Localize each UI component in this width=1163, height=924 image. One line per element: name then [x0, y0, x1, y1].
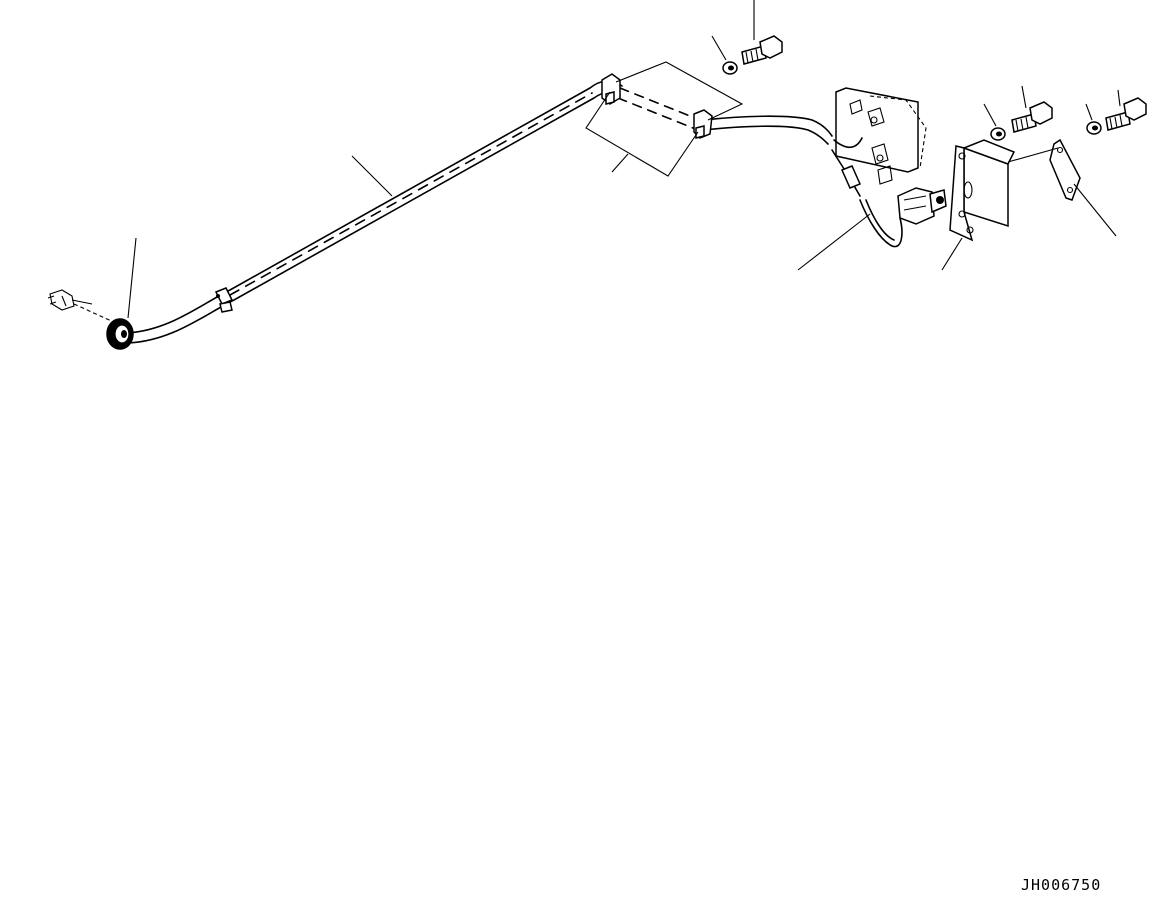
washer-2	[990, 127, 1006, 141]
washer-1	[722, 61, 738, 75]
cover-box	[949, 139, 1016, 242]
bolt-2	[1011, 101, 1053, 133]
bolt-3	[1105, 97, 1147, 131]
grommet	[106, 318, 134, 350]
gasket-plate	[1049, 138, 1081, 201]
connector-bracket	[833, 87, 927, 185]
harness-cable	[127, 80, 833, 344]
washer-3	[1086, 121, 1102, 135]
bolt-1	[741, 35, 783, 65]
drawing-code: JH006750	[1021, 876, 1102, 894]
socket-connector	[831, 149, 947, 248]
cable-clip	[214, 287, 234, 313]
leader-lines	[127, 0, 1121, 319]
terminal-connector	[47, 289, 119, 325]
clamp-2	[693, 109, 713, 139]
